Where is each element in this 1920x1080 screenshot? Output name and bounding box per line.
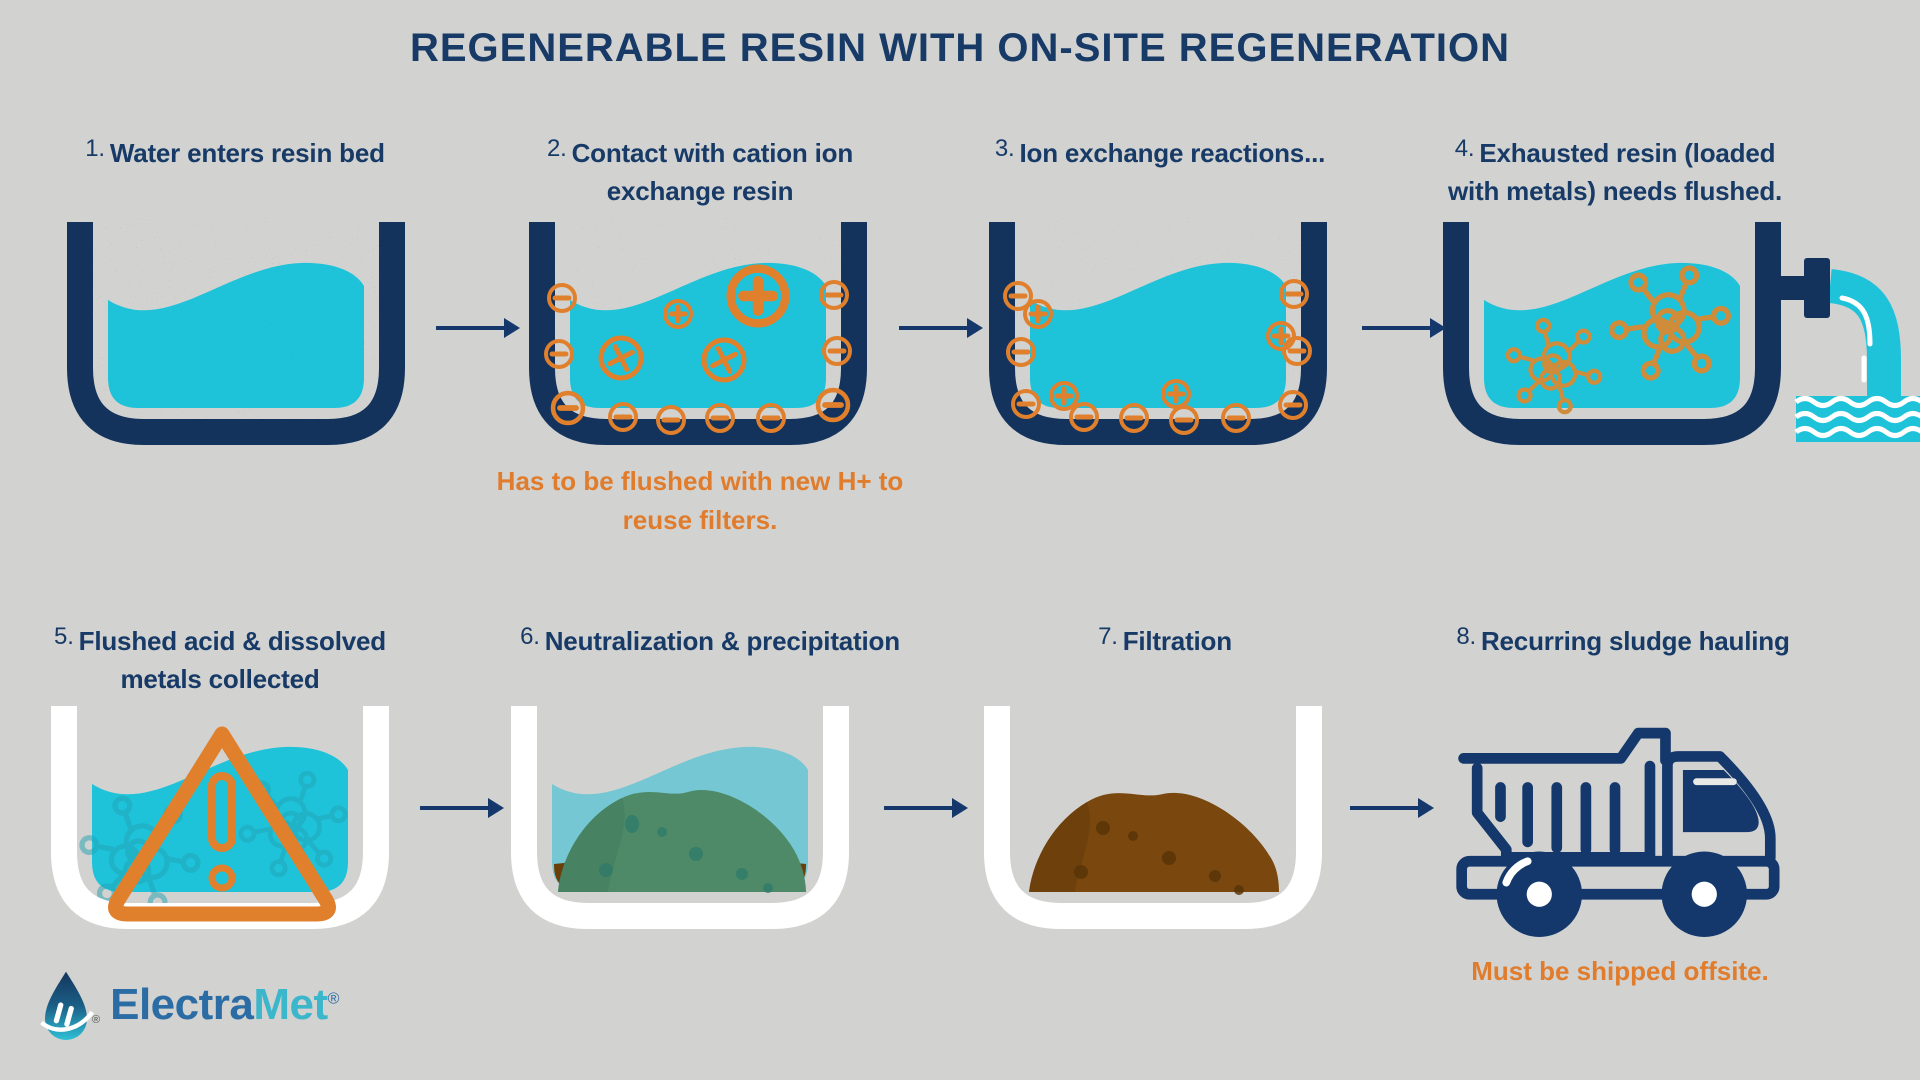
logo-text-electra: Electra: [110, 980, 254, 1029]
page-title: REGENERABLE RESIN WITH ON-SITE REGENERAT…: [409, 26, 1511, 70]
flow-arrow-icon: [436, 318, 520, 338]
electramet-logo: ® ElectraMet®: [38, 966, 339, 1044]
filtration-tank-icon: [983, 702, 1323, 932]
truck-window-graphic: [1682, 770, 1759, 833]
warning-triangle-icon: [108, 726, 336, 922]
step-label-1: 1.Water enters resin bed: [70, 130, 400, 172]
flush-note: Has to be flushed with new H+ to reuse f…: [496, 466, 904, 535]
ship-note: Must be shipped offsite.: [1471, 956, 1769, 986]
resin-tank-exchange-icon: [988, 218, 1328, 448]
registered-mark: ®: [92, 1014, 101, 1026]
logo-text-met: Met: [253, 980, 328, 1029]
step-number: 7.: [1098, 623, 1118, 650]
logo-wordmark: ElectraMet®: [110, 980, 339, 1030]
flow-arrow-icon: [1350, 798, 1434, 818]
sludge-mound-graphic: [558, 790, 806, 893]
step-label-6: 6.Neutralization & precipitation: [510, 618, 910, 660]
neutralization-tank-icon: [510, 702, 850, 932]
step-number: 8.: [1456, 623, 1476, 650]
step-label-5: 5.Flushed acid & dissolved metals collec…: [50, 618, 390, 698]
step-label-2: 2.Contact with cation ion exchange resin: [535, 130, 865, 210]
step-text: Filtration: [1122, 626, 1232, 656]
exhausted-resin-tank-icon: [1442, 218, 1782, 448]
flow-arrow-icon: [884, 798, 968, 818]
step-text: Water enters resin bed: [109, 138, 385, 168]
flow-arrow-icon: [420, 798, 504, 818]
drain-pipe-icon: [1760, 258, 1920, 442]
step-label-7: 7.Filtration: [995, 618, 1335, 660]
step-text: Contact with cation ion exchange resin: [571, 138, 854, 206]
step-text: Recurring sludge hauling: [1480, 626, 1790, 656]
step-text: Exhausted resin (loaded with metals) nee…: [1447, 138, 1783, 206]
resin-tank-ions-icon: [528, 218, 868, 448]
step-label-4: 4.Exhausted resin (loaded with metals) n…: [1440, 130, 1790, 210]
registered-mark: ®: [327, 990, 340, 1008]
step-number: 6.: [520, 623, 540, 650]
step-number: 5.: [54, 623, 74, 650]
water-drop-icon: [40, 971, 94, 1040]
step-text: Flushed acid & dissolved metals collecte…: [78, 626, 386, 694]
step-number: 2.: [546, 135, 567, 162]
step-text: Neutralization & precipitation: [544, 626, 900, 656]
step-number: 3.: [994, 135, 1015, 162]
resin-tank-water-icon: [66, 218, 406, 448]
filter-cake-graphic: [1029, 792, 1279, 895]
step-label-3: 3.Ion exchange reactions...: [990, 130, 1330, 172]
step-text: Ion exchange reactions...: [1019, 138, 1326, 168]
flow-arrow-icon: [1362, 318, 1446, 338]
flow-arrow-icon: [899, 318, 983, 338]
dump-truck-icon: [1456, 727, 1780, 937]
step-number: 4.: [1454, 135, 1475, 162]
step-label-8: 8.Recurring sludge hauling: [1448, 618, 1798, 660]
acid-collection-tank-icon: [50, 702, 390, 932]
step-number: 1.: [85, 135, 105, 162]
